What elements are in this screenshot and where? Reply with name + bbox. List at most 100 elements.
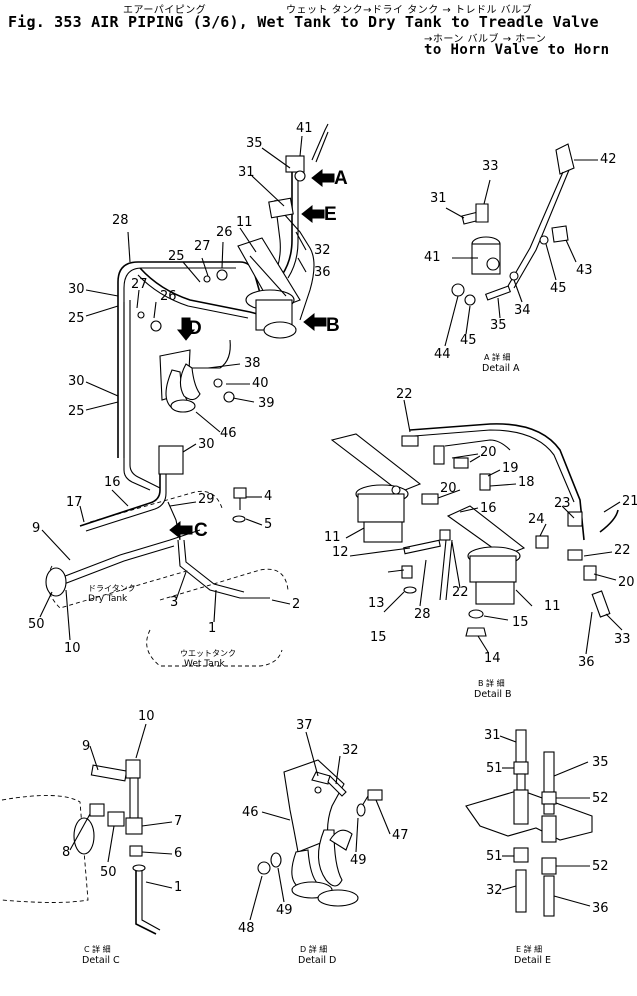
callout-d-47: 47	[392, 828, 409, 843]
callout-17: 17	[66, 495, 83, 510]
callout-a-33: 33	[482, 159, 499, 174]
wet-tank	[146, 568, 289, 667]
callout-e-35: 35	[592, 755, 609, 770]
callout-27: 27	[131, 277, 148, 292]
callout-38: 38	[244, 356, 261, 371]
callout-4: 4	[264, 489, 273, 504]
callout-a-34: 34	[514, 303, 531, 318]
callout-40: 40	[252, 376, 269, 391]
callout-b-20: 20	[618, 575, 635, 590]
callout-9: 9	[32, 521, 41, 536]
callout-d-49: 49	[350, 853, 367, 868]
callout-31: 31	[238, 165, 255, 180]
callout-e-52: 52	[592, 859, 609, 874]
callout-b-13: 13	[368, 596, 385, 611]
callout-b-14: 14	[484, 651, 501, 666]
callout-2: 2	[292, 597, 301, 612]
callout-39: 39	[258, 396, 275, 411]
detail-d-art	[249, 731, 391, 921]
view-marker-d: D	[188, 318, 202, 339]
title-jp-air-piping: エアーパイピング	[123, 5, 207, 16]
callout-16: 16	[104, 475, 121, 490]
callout-d-48: 48	[238, 921, 255, 936]
detail-c-caption: Detail C	[82, 955, 120, 966]
callout-5: 5	[264, 517, 273, 532]
view-marker-c: C	[194, 520, 208, 541]
detail-a-art	[444, 143, 598, 347]
detail-c-art	[1, 723, 173, 935]
callout-46: 46	[220, 426, 237, 441]
callout-b-22: 22	[614, 543, 631, 558]
callout-c-1: 1	[174, 880, 183, 895]
detail-d-caption: Detail D	[298, 955, 337, 966]
callout-b-22: 22	[396, 387, 413, 402]
horn-valve-main	[268, 155, 306, 219]
callout-e-51: 51	[486, 849, 503, 864]
figure-subtitle: to Horn Valve to Horn	[424, 42, 610, 58]
callout-b-22: 22	[452, 585, 469, 600]
view-marker-a: A	[334, 168, 348, 189]
callout-50: 50	[28, 617, 45, 632]
view-arrows	[169, 168, 335, 540]
detail-b-caption: Detail B	[474, 689, 512, 700]
callout-25: 25	[68, 404, 85, 419]
callout-a-43: 43	[576, 263, 593, 278]
callout-a-42: 42	[600, 152, 617, 167]
title-jp-horn: →ホーン バルブ → ホーン	[424, 34, 547, 45]
callout-b-21: 21	[622, 494, 637, 509]
callout-b-11: 11	[544, 599, 561, 614]
callout-e-31: 31	[484, 728, 501, 743]
title-jp-route: ウェット タンク→ドライ タンク → トレドル バルブ	[286, 5, 533, 16]
callout-30: 30	[198, 437, 215, 452]
view-marker-e: E	[324, 204, 337, 225]
callout-11: 11	[236, 215, 253, 230]
leaders-main	[39, 135, 307, 641]
callout-27: 27	[194, 239, 211, 254]
callout-36: 36	[314, 265, 331, 280]
callout-b-28: 28	[414, 607, 431, 622]
callout-d-49: 49	[276, 903, 293, 918]
callout-e-32: 32	[486, 883, 503, 898]
callout-10: 10	[64, 641, 81, 656]
detail-b-art	[330, 399, 623, 655]
callout-c-10: 10	[138, 709, 155, 724]
figure-title: Fig. 353 AIR PIPING (3/6), Wet Tank to D…	[8, 13, 599, 31]
callout-b-20: 20	[440, 481, 457, 496]
callout-b-15: 15	[370, 630, 387, 645]
dry-tank-label: Dry Tank	[88, 594, 128, 604]
callout-a-35: 35	[490, 318, 507, 333]
callout-d-46: 46	[242, 805, 259, 820]
callout-c-6: 6	[174, 846, 183, 861]
callout-b-23: 23	[554, 496, 571, 511]
callout-25: 25	[68, 311, 85, 326]
callout-32: 32	[314, 243, 331, 258]
callout-e-36: 36	[592, 901, 609, 916]
detail-a-jp-caption: A 詳 細	[484, 353, 511, 362]
callout-a-45: 45	[460, 333, 477, 348]
dry-tank-jp-label: ドライタンク	[88, 584, 136, 593]
callout-a-31: 31	[430, 191, 447, 206]
callout-30: 30	[68, 374, 85, 389]
main-fasteners	[137, 269, 247, 523]
detail-e-caption: Detail E	[514, 955, 552, 966]
dry-tank	[45, 490, 223, 609]
view-marker-b: B	[326, 315, 340, 336]
callout-c-50: 50	[100, 865, 117, 880]
callout-a-44: 44	[434, 347, 451, 362]
callout-c-7: 7	[174, 814, 183, 829]
callout-b-15: 15	[512, 615, 529, 630]
callout-3: 3	[170, 595, 179, 610]
detail-b-jp-caption: B 詳 細	[478, 679, 505, 688]
callout-26: 26	[216, 225, 233, 240]
callout-b-19: 19	[502, 461, 519, 476]
callout-1: 1	[208, 621, 217, 636]
wet-tank-jp-label: ウエットタンク	[180, 649, 236, 658]
callout-35: 35	[246, 136, 263, 151]
horn-main	[159, 349, 201, 413]
callout-a-41: 41	[424, 250, 441, 265]
callout-41: 41	[296, 121, 313, 136]
detail-e-art	[465, 729, 593, 917]
callout-b-12: 12	[332, 545, 349, 560]
